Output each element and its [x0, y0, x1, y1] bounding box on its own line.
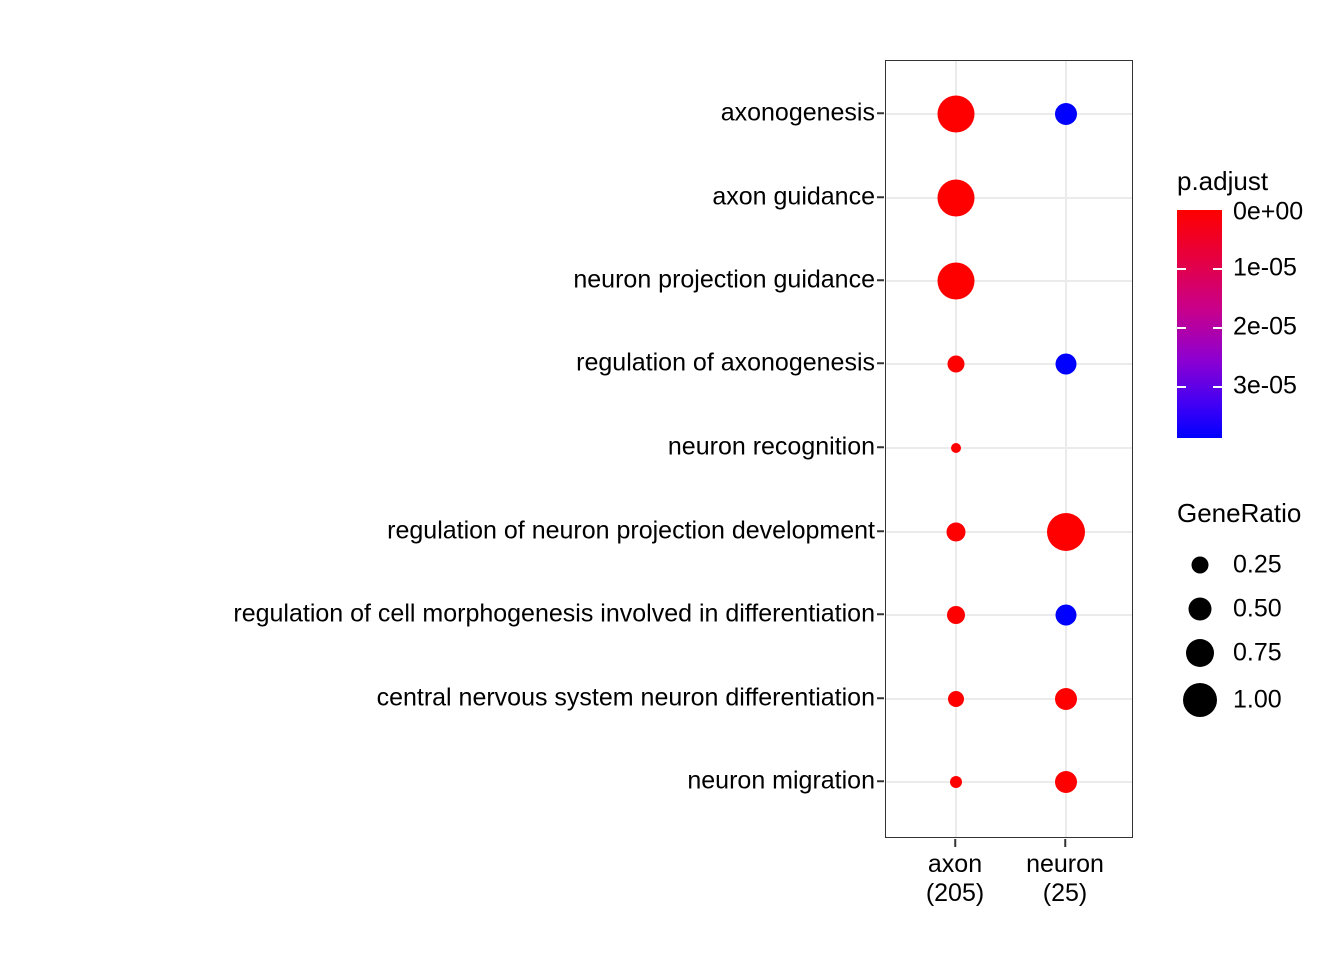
legend-size-label: 0.25 [1233, 550, 1282, 579]
x-axis-tick [954, 839, 956, 847]
y-axis-label: neuron recognition [667, 432, 875, 461]
data-point[interactable] [1055, 771, 1077, 793]
y-axis-tick [877, 112, 884, 114]
x-axis-label-neuron: neuron (25) [1026, 850, 1104, 908]
data-point[interactable] [950, 776, 962, 788]
y-axis-label: regulation of neuron projection developm… [387, 516, 875, 545]
gridline-vertical [1065, 61, 1067, 837]
y-axis-tick [877, 780, 884, 782]
data-point[interactable] [1055, 353, 1077, 375]
data-point[interactable] [947, 355, 965, 373]
x-axis-label-count: (205) [925, 878, 985, 907]
colorbar-tick [1177, 386, 1186, 388]
colorbar-label: 2e-05 [1233, 312, 1297, 341]
y-axis-label: axonogenesis [720, 98, 875, 127]
colorbar-label: 1e-05 [1233, 253, 1297, 282]
legend-size-label: 1.00 [1233, 685, 1282, 714]
gridline-horizontal [886, 197, 1132, 199]
plot-panel [885, 60, 1133, 838]
data-point[interactable] [951, 443, 961, 453]
legend-size-dot [1186, 639, 1214, 667]
y-axis-label: neuron projection guidance [573, 265, 875, 294]
data-point[interactable] [937, 262, 975, 300]
x-axis-label-name: axon [927, 850, 983, 878]
y-axis-label: neuron migration [687, 766, 875, 795]
gridline-horizontal [886, 447, 1132, 449]
legend-title-generatio: GeneRatio [1177, 498, 1302, 528]
y-axis-tick [877, 279, 884, 281]
legend-size-label: 0.75 [1233, 638, 1282, 667]
x-axis-label-axon: axon (205) [926, 850, 984, 908]
y-axis-tick [877, 362, 884, 364]
x-axis-label-name: neuron [1026, 850, 1104, 878]
legend-title-padjust: p.adjust [1177, 166, 1269, 196]
colorbar-label: 0e+00 [1233, 197, 1304, 226]
data-point[interactable] [937, 95, 975, 133]
y-axis-tick [877, 530, 884, 532]
colorbar-padjust [1177, 210, 1222, 438]
data-point[interactable] [947, 606, 965, 624]
y-axis-label: regulation of axonogenesis [576, 348, 875, 377]
gridline-horizontal [886, 781, 1132, 783]
colorbar-tick [1213, 268, 1222, 270]
y-axis-label: central nervous system neuron differenti… [376, 683, 875, 712]
gridline-horizontal [886, 280, 1132, 282]
y-axis-tick [877, 446, 884, 448]
colorbar-tick [1177, 268, 1186, 270]
gridline-horizontal [886, 363, 1132, 365]
y-axis-tick [877, 697, 884, 699]
data-point[interactable] [1055, 103, 1077, 125]
y-axis-tick [877, 613, 884, 615]
legend-size-dot [1191, 556, 1209, 574]
data-point[interactable] [1055, 604, 1077, 626]
gridline-horizontal [886, 531, 1132, 533]
data-point[interactable] [1047, 513, 1085, 551]
colorbar-tick [1213, 327, 1222, 329]
legend-size-dot [1183, 683, 1217, 717]
legend-size-dot [1188, 597, 1212, 621]
data-point[interactable] [948, 691, 964, 707]
colorbar-label: 3e-05 [1233, 371, 1297, 400]
y-axis-label: regulation of cell morphogenesis involve… [233, 599, 875, 628]
gridline-horizontal [886, 614, 1132, 616]
data-point[interactable] [937, 179, 975, 217]
gridline-horizontal [886, 113, 1132, 115]
y-axis-label: axon guidance [712, 182, 875, 211]
data-point[interactable] [946, 522, 966, 542]
gridline-horizontal [886, 698, 1132, 700]
legend-size-label: 0.50 [1233, 594, 1282, 623]
x-axis-tick [1064, 839, 1066, 847]
colorbar-tick [1177, 327, 1186, 329]
y-axis-label-group: axonogenesis axon guidance neuron projec… [233, 98, 875, 795]
y-axis-tick [877, 196, 884, 198]
colorbar-tick [1213, 386, 1222, 388]
x-axis-label-count: (25) [1042, 878, 1088, 907]
data-point[interactable] [1055, 688, 1077, 710]
